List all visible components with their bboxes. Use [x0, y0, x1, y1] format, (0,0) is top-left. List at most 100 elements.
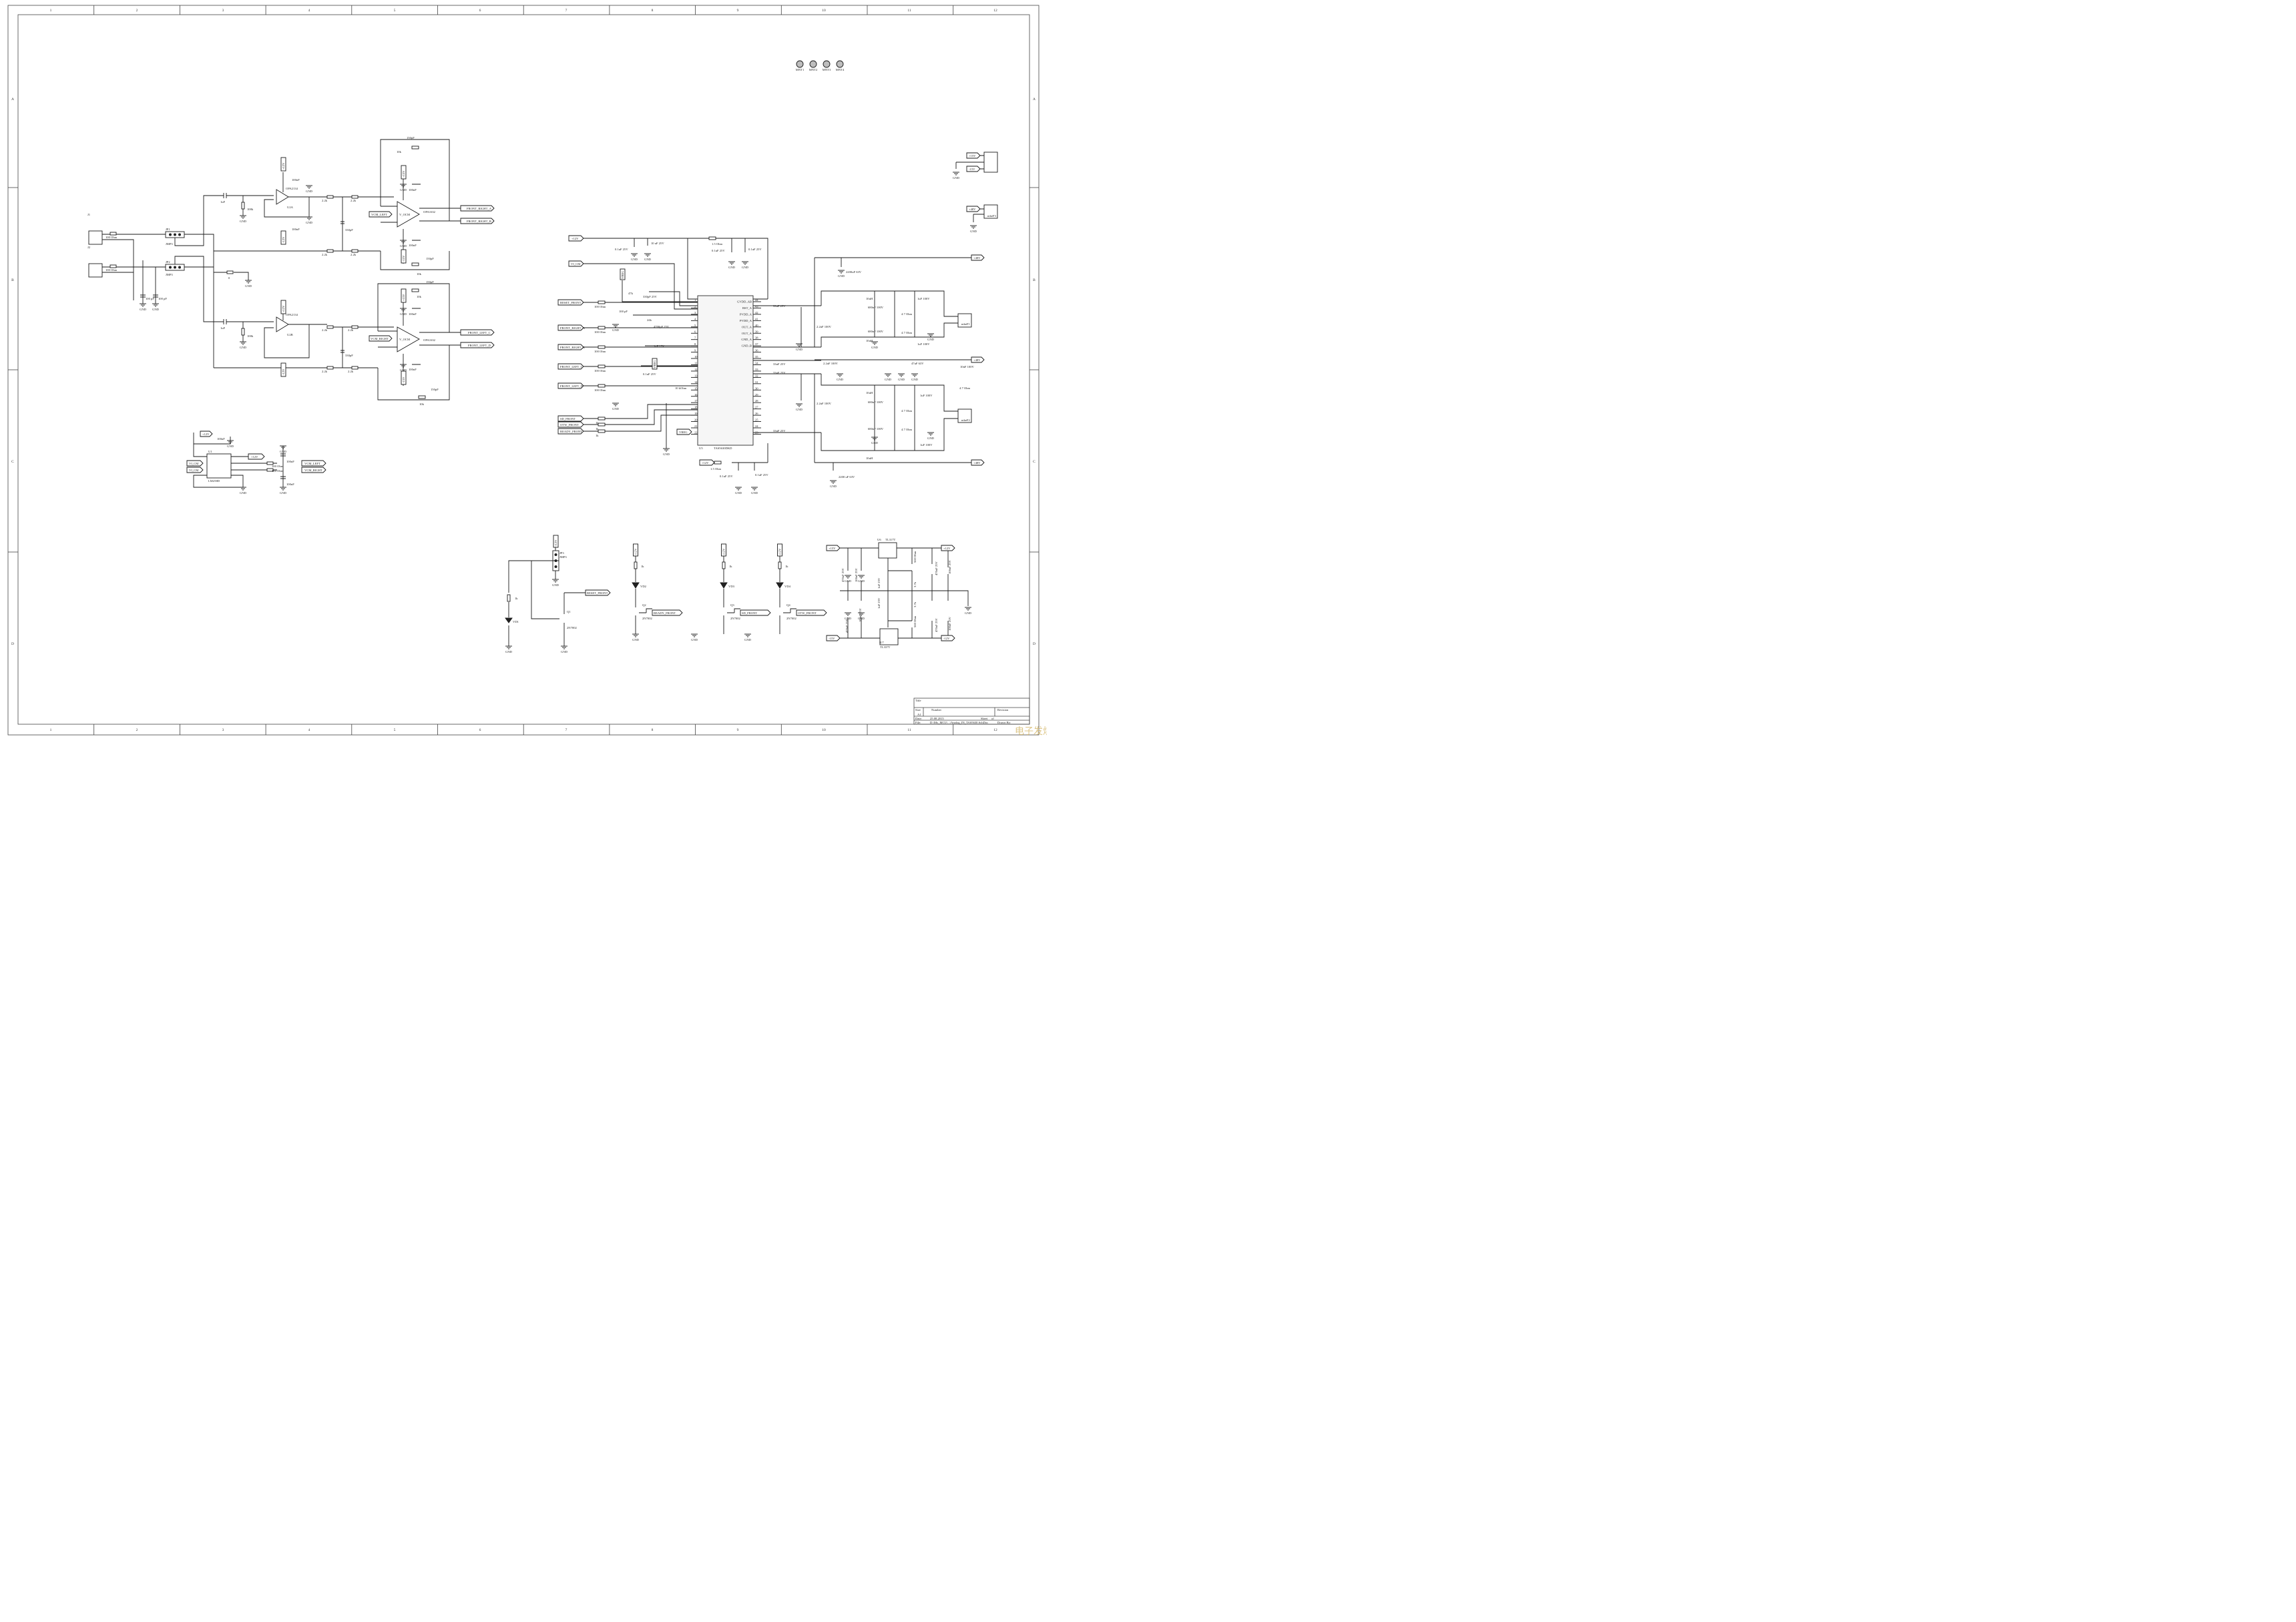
resistor-value: 2.2k	[322, 370, 328, 373]
connector-name: mbeF3	[987, 214, 996, 218]
column-label: 2	[136, 728, 138, 732]
title-block: Title Size A1 Number Revision Date: 25.0…	[913, 698, 1030, 725]
rail-label: +15V	[829, 547, 836, 550]
gnd-label: GND	[612, 328, 620, 332]
component-value: 560 Ohm	[913, 551, 917, 563]
connector-label: J2	[87, 246, 91, 249]
ic-u1	[206, 453, 232, 479]
pin-number: 41	[755, 317, 758, 320]
net-flag-vi-cm-amp	[568, 260, 584, 267]
ic-ref: U5	[699, 447, 703, 450]
resistor-value: 10k	[417, 272, 422, 276]
resistor-value: 1k	[641, 565, 644, 568]
net-flag-vi-cm-2	[186, 467, 204, 473]
net-label: RESET_FRONT	[560, 301, 582, 304]
resistor-value: 100 Ohm	[594, 350, 606, 353]
gnd-label: GND	[227, 445, 234, 448]
column-label: 8	[652, 9, 654, 13]
net-label: VCM_LEFT	[304, 462, 320, 465]
resistor-value: 24k	[647, 318, 652, 322]
net-flag-plus15v	[966, 152, 981, 159]
size-label: Size	[915, 708, 921, 712]
inductor-value: 10uH	[866, 391, 873, 394]
resistor-value: 100 Ohm	[594, 305, 606, 308]
date-label: Date:	[915, 717, 922, 720]
jumper-ref: JP2	[166, 260, 170, 264]
jumper-name: JMP3	[166, 242, 173, 246]
net-label: VI_CM	[189, 469, 198, 472]
net-label: VREG	[679, 431, 688, 434]
gnd-label: GND	[796, 348, 803, 351]
pin-number: 36	[755, 349, 758, 352]
rail-label: +12V	[202, 433, 210, 436]
rail-label: +12V	[282, 305, 285, 312]
capacitor-value: 10 uF 25V	[651, 242, 664, 245]
capacitor-value: 150pF	[431, 388, 439, 391]
column-label: 1	[50, 728, 52, 732]
net-flag-front-right-a	[460, 205, 495, 212]
capacitor-value: 2.2uF 100V	[817, 325, 832, 328]
rail-label: -12V	[943, 637, 950, 640]
pin-number: 29	[755, 393, 758, 396]
rail-label: -12V	[282, 236, 285, 243]
file-value: D:\My_MCU\...\Analog_IN_TAS5630.SchDoc	[930, 721, 988, 724]
regulator-section: U6 TL317T U7 TL337T +15V +12V -15V -12V …	[826, 538, 969, 649]
capacitor-value: 33nF 25V	[773, 362, 786, 366]
pin-name: GND_A	[741, 338, 752, 341]
ic-u6-regulator	[878, 542, 897, 559]
capacitor-value: 47uF 63V	[911, 362, 924, 365]
pin-number: 31	[755, 380, 758, 384]
pin-number: 40	[755, 324, 758, 327]
capacitor-value: 680nF 100V	[868, 427, 884, 431]
pin-number: 27	[755, 406, 758, 409]
pin-number: 7	[694, 336, 696, 340]
gnd-label: GND	[927, 338, 935, 341]
gnd-label: GND	[953, 176, 960, 180]
component-value: 100nF 25V	[948, 560, 951, 574]
buffer-opamp-u2a	[276, 189, 289, 205]
capacitor-value: 680nF 100V	[868, 400, 884, 404]
buffer-opamp-u2b	[276, 316, 289, 332]
opamp-part: OPA2134	[286, 187, 298, 190]
pin-number: 6	[694, 330, 696, 333]
status-led-section: JP3 JMP3 +12V 1k VD1 RESET_FRONT Q1 2N70…	[505, 535, 827, 646]
gnd-label: GND	[796, 408, 803, 411]
gnd-label: GND	[280, 491, 287, 495]
net-flag-vcm-right-out	[301, 467, 326, 473]
column-label: 5	[394, 9, 396, 13]
gnd-label: GND	[140, 308, 147, 311]
capacitor-value: 33nF 25V	[773, 304, 786, 308]
column-label: 6	[479, 728, 481, 732]
column-label: 2	[136, 9, 138, 13]
power-connector-15v	[983, 152, 998, 173]
net-flag-amp-status	[557, 421, 584, 428]
row-label: A	[11, 97, 14, 101]
resistor-value: 2.2k	[322, 199, 328, 202]
capacitor-value: 0.1uF 25V	[748, 248, 762, 251]
rail-label: +15V	[402, 170, 405, 178]
connector-name: mbeF1	[961, 322, 970, 326]
capacitor-value: 0.1uF 25V	[712, 249, 725, 252]
capacitor-value: 1uF	[220, 326, 226, 330]
gnd-label: GND	[632, 638, 640, 641]
net-label: VCM_LEFT	[371, 213, 387, 216]
column-label: 4	[308, 728, 310, 732]
jumper-name: JMP3	[166, 273, 173, 276]
gnd-label: GND	[838, 274, 845, 278]
capacitor-value: 680nF 100V	[868, 330, 884, 333]
of-label: of	[991, 717, 994, 720]
inductor-value: 10uH	[866, 457, 873, 460]
ic-part: TAS5630DKD	[714, 447, 732, 450]
column-label: 11	[907, 728, 911, 732]
net-flag-plus48v-conn	[966, 206, 981, 212]
capacitor-value: 100nF	[409, 188, 417, 192]
opamp-part: OPA1632	[423, 210, 436, 214]
net-label: VI_CM	[571, 262, 580, 266]
rail-label: +12V	[282, 162, 285, 170]
net-label: RESET_FRONT	[587, 591, 608, 595]
gnd-label: GND	[400, 368, 407, 372]
component-value: 3.7k	[913, 601, 917, 607]
net-label: FRONT_LEFT_D	[468, 344, 491, 347]
resistor-value: 2.2k	[322, 328, 328, 332]
net-flag-vcm-right	[369, 335, 393, 342]
